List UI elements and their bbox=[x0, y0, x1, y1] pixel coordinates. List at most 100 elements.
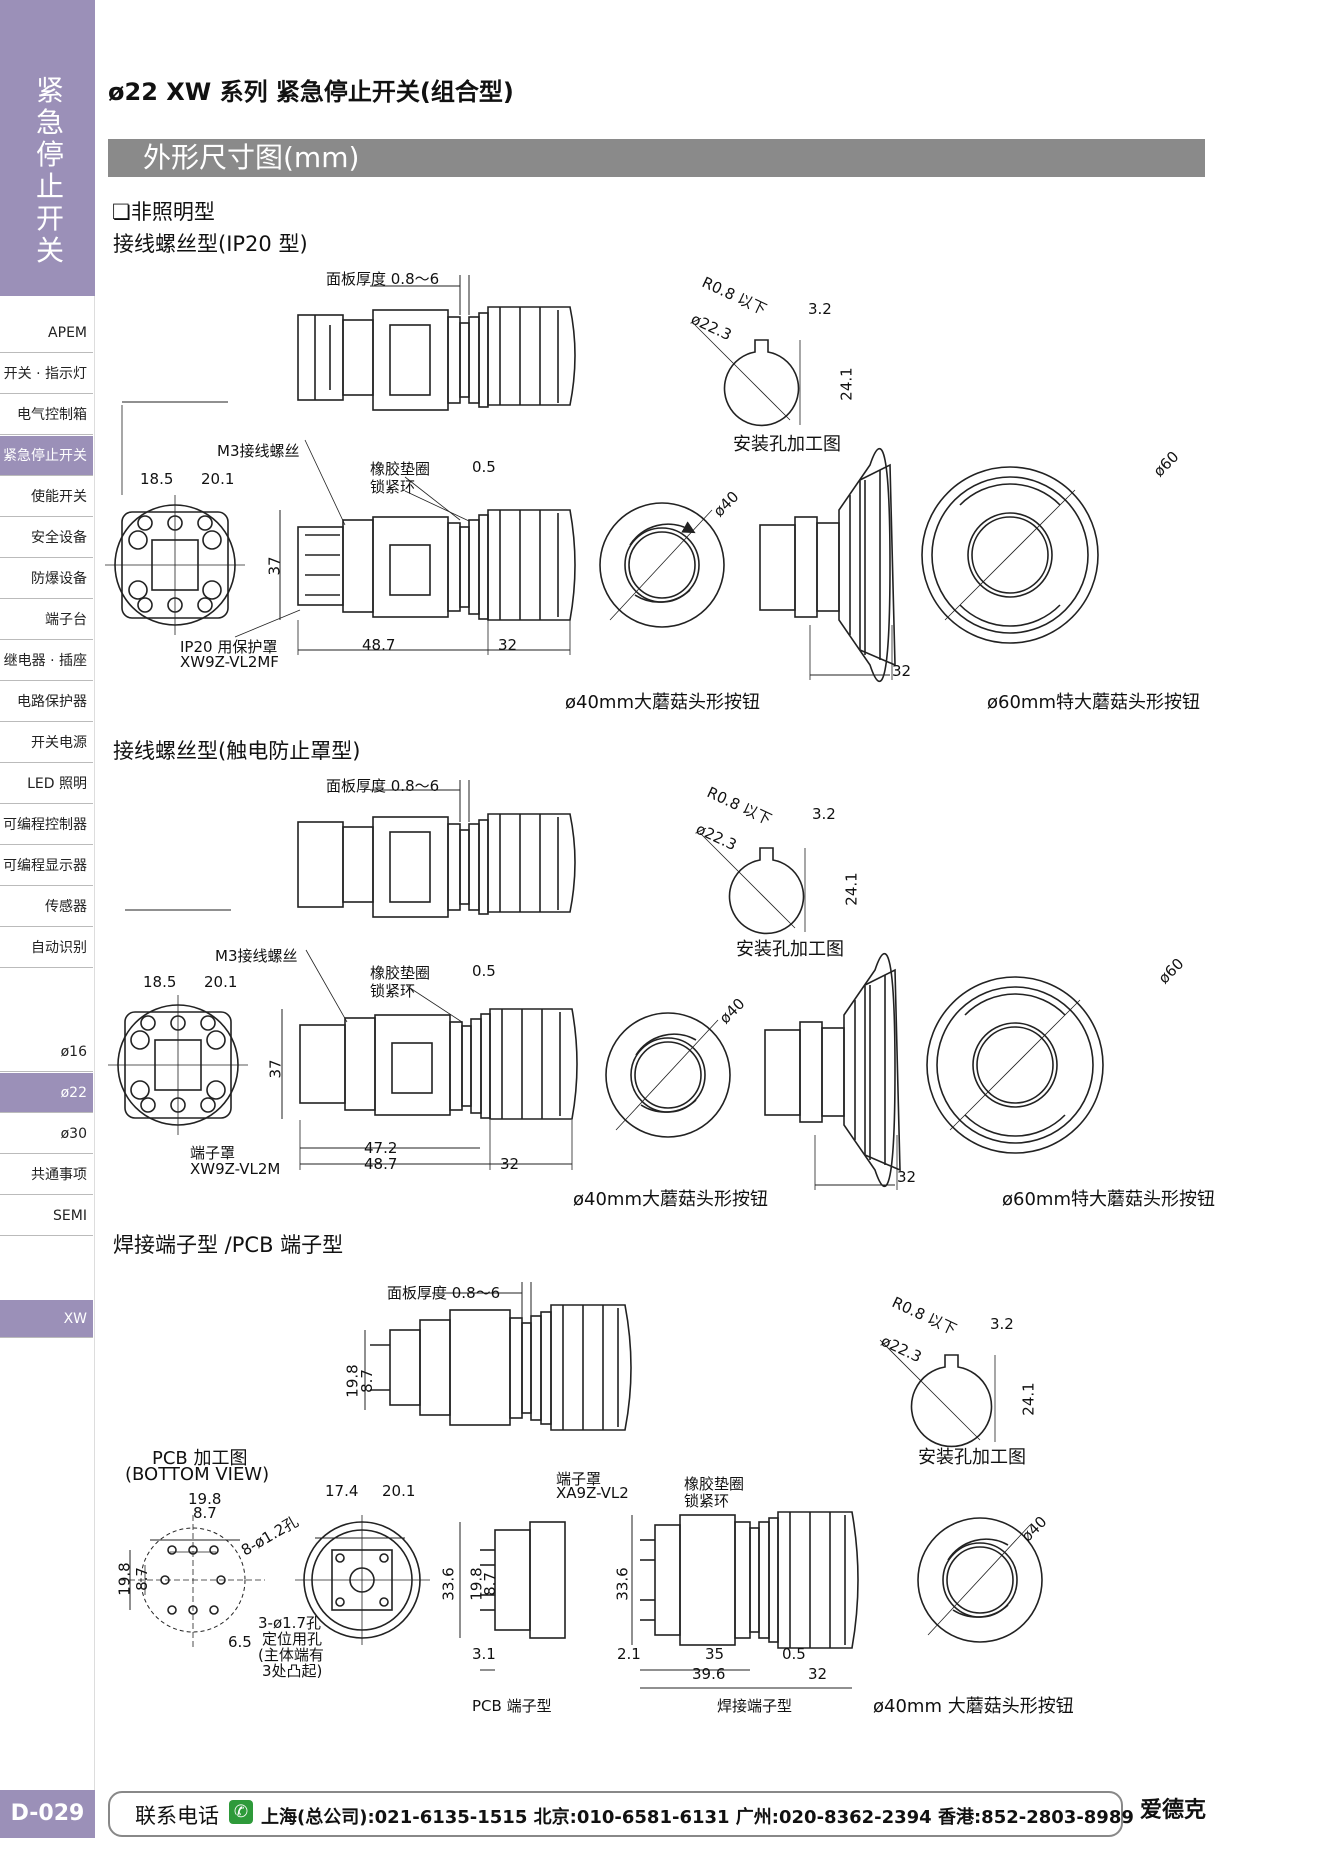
d336-label-solder: 33.6 bbox=[613, 1567, 632, 1601]
sidebar-item[interactable]: APEM bbox=[0, 313, 93, 353]
mounting-hole-2 bbox=[699, 832, 806, 935]
page-title: ø22 XW 系列 紧急停止开关(组合型) bbox=[108, 78, 514, 106]
d198-label-pcb-v: 19.8 bbox=[115, 1562, 134, 1596]
mount-hole-caption-3: 安装孔加工图 bbox=[918, 1447, 1026, 1468]
solder-type-caption: 焊接端子型 bbox=[717, 1697, 793, 1715]
xa9z-cover-label: 端子罩 bbox=[556, 1470, 602, 1488]
sidebar-item[interactable]: LED 照明 bbox=[0, 764, 93, 804]
phone-icon: ✆ bbox=[229, 1800, 253, 1824]
d87-label-pcb: 8.7 bbox=[193, 1504, 217, 1522]
sidebar-divider bbox=[94, 296, 95, 1796]
m3-label-1: M3接线螺丝 bbox=[217, 442, 300, 460]
xa9z-code-label: XA9Z-VL2 bbox=[556, 1484, 629, 1502]
d35-label: 35 bbox=[705, 1645, 725, 1663]
sidebar-size-item[interactable]: ø22 bbox=[0, 1073, 93, 1113]
sidebar-item[interactable]: 防爆设备 bbox=[0, 559, 93, 599]
panel-thickness-label-2: 面板厚度 0.8〜6 bbox=[326, 777, 440, 795]
sidebar-size-item[interactable]: ø30 bbox=[0, 1114, 93, 1154]
lockring-label-3: 锁紧环 bbox=[684, 1492, 730, 1510]
rubber-label-1: 橡胶垫圈 bbox=[370, 460, 431, 478]
sidebar-item[interactable]: 使能开关 bbox=[0, 477, 93, 517]
sidebar-item[interactable]: 自动识别 bbox=[0, 928, 93, 968]
sidebar-item[interactable]: 安全设备 bbox=[0, 518, 93, 558]
sidebar-item[interactable]: 开关电源 bbox=[0, 723, 93, 763]
d05-label-2: 0.5 bbox=[472, 962, 496, 980]
sidebar-item[interactable]: 端子台 bbox=[0, 600, 93, 640]
d185-label-2: 18.5 bbox=[143, 973, 177, 991]
button-40-side-2 bbox=[764, 952, 901, 1188]
button-40-front-1 bbox=[599, 502, 725, 628]
side-view-top-2 bbox=[297, 813, 576, 918]
panel-thickness-label-1: 面板厚度 0.8〜6 bbox=[326, 270, 440, 288]
mounting-hole-3 bbox=[879, 1339, 996, 1448]
section-3-heading: 焊接端子型 /PCB 端子型 bbox=[113, 1233, 344, 1257]
sidebar-vertical-title: 紧急停止开关 bbox=[35, 74, 64, 267]
d37-label-1: 37 bbox=[265, 556, 284, 576]
btn60-caption-2: ø60mm特大蘑菇头形按钮 bbox=[1002, 1189, 1215, 1210]
d487-label-2: 48.7 bbox=[364, 1155, 398, 1173]
sidebar-item[interactable]: 传感器 bbox=[0, 887, 93, 927]
sidebar-item[interactable]: 紧急停止开关 bbox=[0, 436, 93, 476]
sidebar-item[interactable]: 继电器 · 插座 bbox=[0, 641, 93, 681]
section-2-drawings bbox=[108, 780, 1104, 1190]
lockring-label-1: 锁紧环 bbox=[370, 478, 416, 496]
pcb-bottom-view bbox=[295, 1515, 430, 1645]
d336-label-pcb: 33.6 bbox=[439, 1567, 458, 1601]
d185-label-1: 18.5 bbox=[140, 470, 174, 488]
panel-thickness-label-3: 面板厚度 0.8〜6 bbox=[387, 1284, 501, 1302]
d198-label-pcb: 19.8 bbox=[188, 1490, 222, 1508]
d37-label-2: 37 bbox=[266, 1059, 285, 1079]
non-illuminated-heading: ❏非照明型 bbox=[112, 200, 215, 224]
side-view-top-1 bbox=[297, 306, 576, 411]
sidebar-item[interactable]: 可编程控制器 bbox=[0, 805, 93, 845]
button-40-front-3 bbox=[917, 1517, 1043, 1643]
pcb-hole-pattern bbox=[120, 1515, 265, 1650]
solder-side-view bbox=[640, 1511, 859, 1649]
section-2-heading: 接线螺丝型(触电防止罩型) bbox=[113, 739, 361, 763]
d87-label-side: 8.7 bbox=[357, 1369, 376, 1393]
side-view-mid-2 bbox=[299, 1008, 578, 1120]
d32-label-2a: 32 bbox=[500, 1155, 520, 1173]
button-60-front-2 bbox=[926, 976, 1104, 1154]
mount-hole-caption-2: 安装孔加工图 bbox=[736, 939, 844, 960]
pcb-side-view bbox=[480, 1521, 566, 1639]
sidebar-size-item[interactable]: 共通事项 bbox=[0, 1155, 93, 1195]
h241-label-1: 24.1 bbox=[837, 367, 856, 401]
section-title: 外形尺寸图(mm) bbox=[143, 141, 360, 174]
d174-label: 17.4 bbox=[325, 1482, 359, 1500]
cover-code-label: XW9Z-VL2M bbox=[190, 1160, 281, 1178]
d487-label-1: 48.7 bbox=[362, 636, 396, 654]
d201-label-2: 20.1 bbox=[204, 973, 238, 991]
d32-label-1b: 32 bbox=[892, 662, 912, 680]
pcb-type-caption: PCB 端子型 bbox=[472, 1697, 552, 1715]
ip20-code-label: XW9Z-VL2MF bbox=[180, 653, 279, 671]
ip20-cover-label: IP20 用保护罩 bbox=[180, 638, 278, 656]
brand-logo-text: 爱德克 bbox=[1140, 1798, 1207, 1823]
sidebar-title-block bbox=[0, 0, 95, 296]
btn40-caption-2: ø40mm大蘑菇头形按钮 bbox=[573, 1189, 768, 1210]
sidebar-item[interactable]: 可编程显示器 bbox=[0, 846, 93, 886]
lockring-label-2: 锁紧环 bbox=[370, 982, 416, 1000]
section-bar bbox=[108, 139, 1205, 177]
d65-label: 6.5 bbox=[228, 1633, 252, 1651]
sidebar-series-xw[interactable]: XW bbox=[0, 1300, 93, 1338]
d472-label: 47.2 bbox=[364, 1139, 398, 1157]
holes3-label-a: 3-ø1.7孔 bbox=[258, 1614, 321, 1632]
cover-label: 端子罩 bbox=[190, 1144, 236, 1162]
m3-label-2: M3接线螺丝 bbox=[215, 947, 298, 965]
button-60-front-1 bbox=[921, 466, 1099, 644]
sidebar-item[interactable]: 电路保护器 bbox=[0, 682, 93, 722]
sidebar-size-item[interactable]: ø16 bbox=[0, 1032, 93, 1072]
sidebar-item[interactable]: 开关 · 指示灯 bbox=[0, 354, 93, 394]
sidebar-item[interactable]: 电气控制箱 bbox=[0, 395, 93, 435]
section-3-drawings bbox=[120, 1282, 1043, 1689]
rubber-label-2: 橡胶垫圈 bbox=[370, 964, 431, 982]
button-40-front-2 bbox=[605, 1012, 731, 1138]
d87-label-pcb-v: 8.7 bbox=[132, 1567, 151, 1591]
btn60-caption-1: ø60mm特大蘑菇头形按钮 bbox=[987, 692, 1200, 713]
d87-label-pcb-side: 8.7 bbox=[480, 1572, 499, 1596]
mounting-hole-1 bbox=[694, 324, 801, 427]
footer-contact-box bbox=[108, 1791, 1123, 1837]
sidebar-size-item[interactable]: SEMI bbox=[0, 1196, 93, 1236]
d396-label: 39.6 bbox=[692, 1665, 726, 1683]
